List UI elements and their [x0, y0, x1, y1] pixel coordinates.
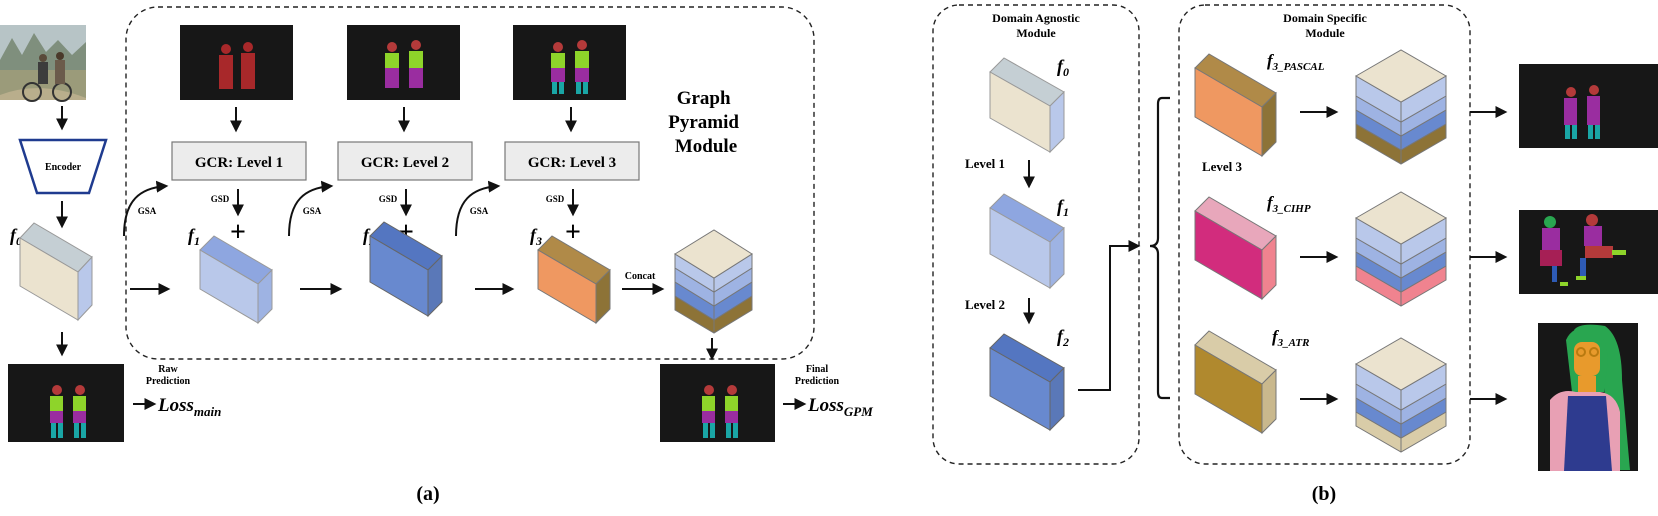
cihp-output-image — [1519, 210, 1658, 294]
level2-parsing-image — [347, 25, 460, 100]
level3-parsing-image — [513, 25, 626, 100]
plus-1: + — [230, 217, 246, 248]
gsd-label-3: GSD — [546, 194, 565, 204]
encoder-block — [18, 138, 108, 195]
level3-label-b: Level 3 — [1202, 159, 1243, 174]
f0-label-b: f0 — [1057, 56, 1069, 79]
feature-block-f3-pascal — [1194, 53, 1277, 158]
f3-pascal-label: f3_PASCAL — [1267, 51, 1325, 73]
f2-label-b: f2 — [1057, 326, 1069, 349]
feature-block-f2-a — [369, 221, 443, 318]
gsd-label-2: GSD — [379, 194, 398, 204]
feature-block-f0-b — [989, 57, 1065, 154]
feature-block-f2-b — [989, 333, 1065, 432]
concat-stack-a — [674, 229, 753, 334]
gcr-level3-label: GCR: Level 3 — [528, 155, 616, 171]
concat-label: Concat — [625, 271, 656, 282]
f1-label-a: f1 — [188, 225, 200, 248]
gsa-label-3: GSA — [470, 206, 489, 216]
feature-block-f3-atr — [1194, 330, 1277, 435]
feature-block-f1-b — [989, 193, 1065, 290]
loss-gpm-label: LossGPM — [807, 395, 873, 419]
plus-3: + — [565, 217, 581, 248]
gsa-label-1: GSA — [138, 206, 157, 216]
gsd-label-1: GSD — [211, 194, 230, 204]
f3-atr-label: f3_ATR — [1272, 327, 1309, 349]
f3-cihp-label: f3_CIHP — [1267, 193, 1311, 215]
loss-main-label: Lossmain — [157, 395, 221, 419]
gcr-level2-box — [337, 141, 473, 181]
level1-parsing-image — [180, 25, 293, 100]
connector-agnostic-to-specific — [1078, 240, 1141, 391]
gsa-label-2: GSA — [303, 206, 322, 216]
f0-label-a: f0 — [10, 225, 22, 248]
brace — [1149, 96, 1170, 400]
caption-a: (a) — [416, 483, 439, 505]
final-prediction-image — [660, 364, 775, 442]
caption-b: (b) — [1312, 483, 1336, 505]
f3-label-a: f3 — [530, 225, 542, 248]
gcr-level2-label: GCR: Level 2 — [361, 155, 449, 171]
domain-agnostic-boundary — [932, 4, 1140, 465]
atr-output-image — [1538, 323, 1638, 471]
gpm-title: Graph Pyramid Module — [668, 88, 743, 157]
pascal-output-image — [1519, 64, 1658, 148]
encoder-label: Encoder — [45, 162, 82, 173]
domain-specific-boundary — [1178, 4, 1471, 465]
level2-label-b: Level 2 — [965, 297, 1005, 312]
gcr-level1-box — [171, 141, 307, 181]
concat-stack-cihp — [1355, 191, 1447, 307]
gcr-level1-label: GCR: Level 1 — [195, 155, 283, 171]
level1-label-b: Level 1 — [965, 156, 1005, 171]
feature-block-f3-a — [537, 235, 611, 325]
feature-block-f0-a — [19, 222, 93, 322]
feature-block-f1-a — [199, 235, 273, 325]
graph-pyramid-module-boundary — [125, 6, 815, 360]
f1-label-b: f1 — [1057, 196, 1069, 219]
input-photo — [0, 25, 86, 102]
gcr-level3-box — [504, 141, 640, 181]
concat-stack-pascal — [1355, 49, 1447, 165]
concat-stack-atr — [1355, 337, 1447, 453]
feature-block-f3-cihp — [1194, 196, 1277, 301]
raw-prediction-image — [8, 364, 124, 442]
